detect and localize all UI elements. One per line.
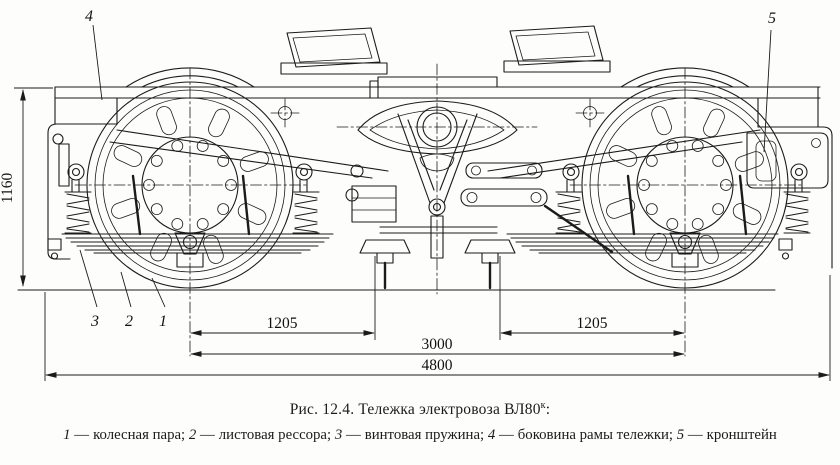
sandbox-right	[503, 25, 611, 73]
wheelset-left	[74, 67, 309, 357]
callout-3: 3	[90, 313, 99, 330]
callout-5: 5	[768, 10, 776, 27]
brake-rods	[131, 174, 748, 236]
legend-dash: —	[345, 427, 361, 443]
figure-legend: 1 —колесная пара; 2 —листовая рессора; 3…	[0, 427, 840, 444]
figure-caption: Рис. 12.4. Тележка электровоза ВЛ80к:	[0, 400, 840, 419]
legend-dash: —	[74, 427, 90, 443]
leaf-spring-left	[47, 233, 334, 260]
callouts: 4 5 3 2 1	[79, 8, 776, 330]
legend-text-2: листовая рессора;	[218, 427, 332, 443]
legend-dash: —	[199, 427, 215, 443]
legend-num-1: 1	[63, 427, 71, 443]
dimension-1205-right: 1205	[499, 256, 685, 340]
legend-item: 1 —колесная пара;	[63, 427, 185, 443]
caption-superscript: к	[540, 400, 546, 411]
dim-right-span-label: 1205	[577, 315, 608, 332]
legend-num-5: 5	[676, 427, 685, 443]
sandbox-left	[280, 27, 388, 75]
wheelset-right	[569, 67, 804, 357]
legend-dash: —	[687, 427, 703, 443]
legend-item: 3 —винтовая пружина;	[335, 427, 484, 443]
dim-overall-label: 4800	[422, 357, 453, 374]
caption-text: Рис. 12.4. Тележка электровоза ВЛ80	[289, 401, 541, 419]
dim-height-label: 1160	[0, 173, 16, 204]
dimension-1205-left: 1205	[190, 256, 376, 340]
legend-num-3: 3	[334, 427, 343, 443]
legend-item: 5 —кронштейн	[677, 427, 777, 443]
dim-left-span-label: 1205	[267, 315, 298, 332]
legend-text-1: колесная пара;	[93, 427, 186, 443]
legend-text-4: боковина рамы тележки;	[517, 427, 674, 443]
dimension-3000: 3000	[190, 336, 685, 357]
callout-4: 4	[85, 8, 93, 25]
legend-item: 4 —боковина рамы тележки;	[488, 427, 673, 443]
dim-wheelbase-label: 3000	[422, 336, 453, 353]
legend-dash: —	[498, 427, 514, 443]
legend-num-2: 2	[188, 427, 197, 443]
callout-1: 1	[159, 313, 167, 330]
bogie-drawing: 1160 1205 1205 3000 4800 4 5 3 2 1	[0, 8, 833, 381]
dimension-4800: 4800	[44, 275, 831, 381]
legend-num-4: 4	[487, 427, 496, 443]
side-frame-right	[487, 126, 833, 269]
side-frame-left	[47, 123, 389, 260]
legend-item: 2 —листовая рессора;	[189, 427, 331, 443]
caption-colon: :	[545, 401, 551, 419]
legend-text-3: винтовая пружина;	[364, 427, 485, 443]
dimension-1160: 1160	[0, 87, 53, 287]
legend-text-5: кронштейн	[706, 427, 777, 443]
callout-2: 2	[125, 313, 133, 330]
center-pivot	[336, 63, 614, 295]
